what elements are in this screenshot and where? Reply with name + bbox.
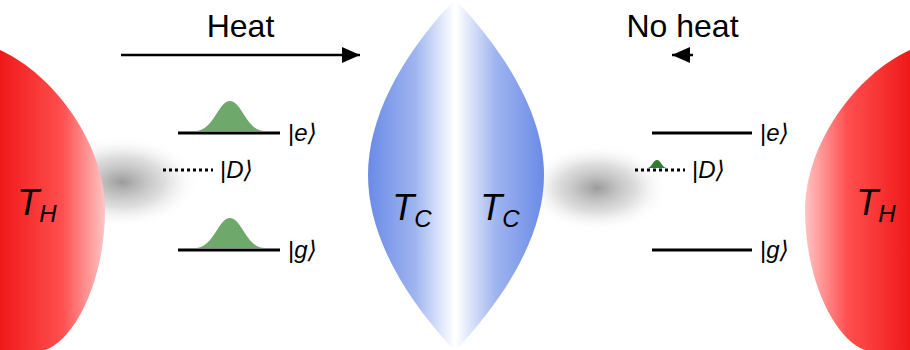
heat-flow-arrow (672, 54, 693, 57)
population-gaussian (195, 101, 265, 131)
hot-bath: TH (802, 50, 910, 350)
bath-temperature: TC (480, 186, 519, 234)
energy-level (652, 132, 752, 135)
energy-level (178, 132, 280, 135)
bath-outline (456, 0, 544, 350)
bath-temperature: TH (856, 181, 895, 229)
bath-temperature: TH (17, 181, 56, 229)
state-label: |g⟩ (760, 236, 789, 265)
dark-level (163, 169, 213, 172)
bath-shape (456, 0, 546, 350)
population-gaussian (647, 160, 667, 168)
coupling-glow (525, 144, 669, 232)
state-label: |D⟩ (692, 156, 725, 185)
bath-shape (802, 50, 910, 350)
energy-level (652, 249, 752, 252)
bath-temperature: TC (392, 186, 431, 234)
state-label: |e⟩ (288, 119, 317, 148)
cold-bath: TC (456, 0, 546, 350)
bath-outline (805, 50, 910, 350)
state-label: |g⟩ (288, 236, 317, 265)
heat-flow-arrow (121, 54, 360, 57)
edge-label: No heat (624, 7, 740, 45)
state-label: |D⟩ (220, 156, 253, 185)
bath-outline (0, 50, 105, 350)
cold-bath: TC (366, 0, 454, 350)
bath-shape (366, 0, 454, 350)
edge-label: Heat (205, 7, 277, 45)
bath-outline (368, 0, 454, 350)
hot-bath: TH (0, 50, 108, 350)
population-gaussian (195, 218, 265, 248)
dark-level (635, 169, 685, 172)
energy-level (178, 249, 280, 252)
state-label: |e⟩ (760, 119, 789, 148)
bath-shape (0, 50, 108, 350)
